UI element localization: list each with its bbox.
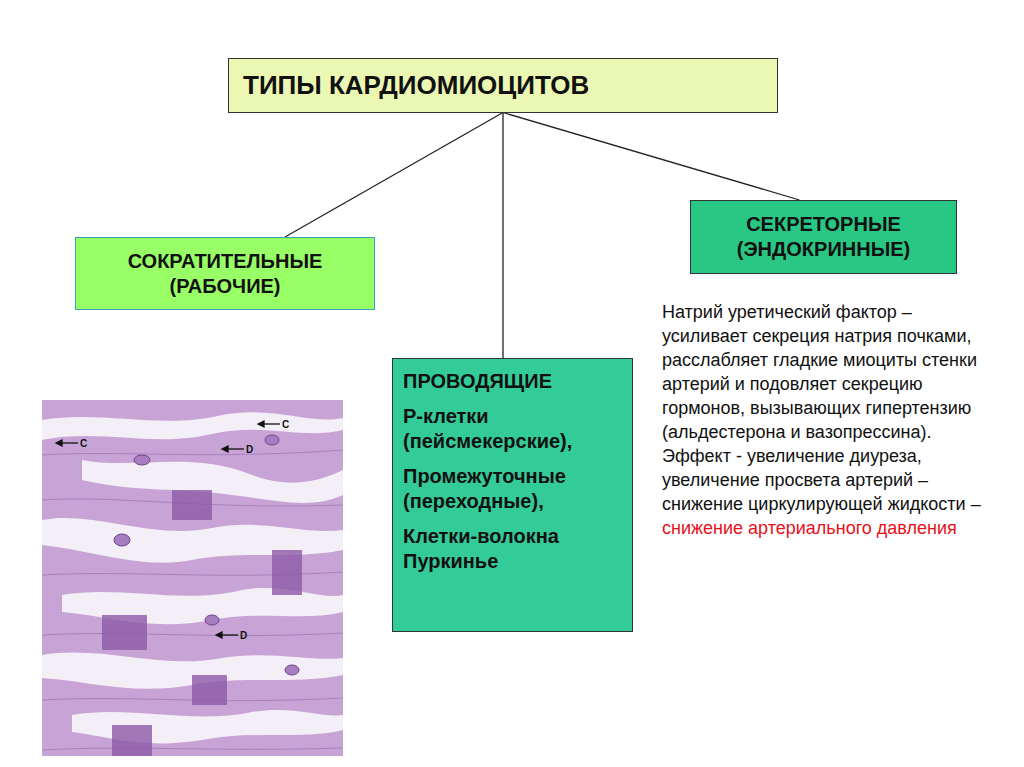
branch-line — [285, 113, 503, 238]
callout-letter: C — [282, 419, 289, 430]
highlight-text: снижение артериального давления — [662, 518, 957, 538]
box-heading: ТИПЫ КАРДИОМИОЦИТОВ — [243, 69, 763, 102]
micrograph-gaps — [42, 412, 343, 743]
callout-letter: C — [80, 438, 87, 449]
branch-line — [502, 113, 503, 359]
effect-text: Эффект - увеличение диуреза, увеличение … — [662, 446, 981, 514]
box-item: Р-клетки (пейсмекерские), — [403, 404, 622, 454]
box-heading: СОКРАТИТЕЛЬНЫЕ (РАБОЧИЕ) — [88, 249, 362, 299]
callout-letter: D — [240, 630, 247, 641]
micrograph — [42, 400, 343, 756]
micrograph-ground — [42, 400, 343, 756]
box-heading: ПРОВОДЯЩИЕ — [403, 369, 622, 394]
box-heading: СЕКРЕТОРНЫЕ (ЭНДОКРИННЫЕ) — [701, 212, 946, 262]
category-box: СОКРАТИТЕЛЬНЫЕ (РАБОЧИЕ) — [75, 237, 375, 310]
pointer-arrows — [56, 421, 280, 638]
category-box: СЕКРЕТОРНЫЕ (ЭНДОКРИННЫЕ) — [690, 200, 957, 274]
nuclei — [114, 435, 299, 675]
box-item: Промежуточные (переходные), — [403, 464, 622, 514]
box-item: Клетки-волокна Пуркинье — [403, 524, 622, 574]
callout-letter: D — [246, 444, 253, 455]
branch-line — [503, 113, 799, 201]
description-text: Натрий уретический фактор – усиливает се… — [662, 300, 992, 444]
heading-box: ТИПЫ КАРДИОМИОЦИТОВ — [228, 58, 778, 113]
myofibril-striations — [42, 450, 343, 750]
effect-paragraph: Эффект - увеличение диуреза, увеличение … — [662, 444, 992, 540]
category-box: ПРОВОДЯЩИЕ Р-клетки (пейсмекерские), Проме… — [392, 358, 633, 632]
dark-patches — [102, 490, 302, 756]
description-block: Натрий уретический фактор – усиливает се… — [662, 300, 992, 540]
